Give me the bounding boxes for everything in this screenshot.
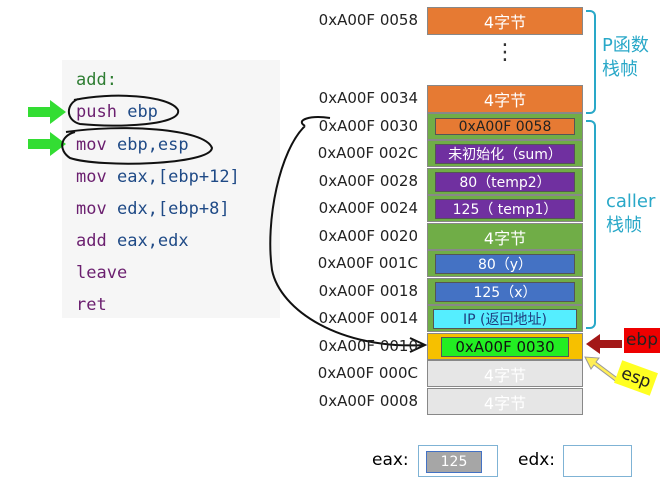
operands: ebp,esp [116, 135, 189, 155]
address-label: 0xA00F 0028 [318, 172, 418, 190]
p-frame-label: P函数栈帧 [602, 35, 649, 80]
address-label: 0xA00F 0034 [318, 89, 418, 107]
stack-cell: 4字节 [427, 360, 583, 387]
address-label: 0xA00F 0030 [318, 117, 418, 135]
stack-cell: 4字节 [427, 85, 583, 113]
operands: edx,[ebp+8] [116, 199, 230, 219]
operands: eax,[ebp+12] [116, 167, 240, 187]
address-label: 0xA00F 0018 [318, 282, 418, 300]
cell-value: 80（temp2） [435, 171, 575, 192]
green-arrow-icon [28, 100, 66, 124]
address-label: 0xA00F 0020 [318, 227, 418, 245]
opcode: mov [76, 167, 107, 187]
p-frame-brace [586, 10, 596, 114]
opcode: leave [76, 263, 128, 283]
esp-arrow-icon [584, 356, 621, 384]
caller-frame-label: caller栈帧 [606, 191, 656, 236]
ink-circle [61, 127, 214, 165]
cell-value: 125（x） [435, 281, 575, 302]
ink-circle [67, 94, 180, 127]
cell-value: 0xA00F 0030 [441, 336, 569, 357]
opcode: mov [76, 199, 107, 219]
stack-cell: 80（y） [427, 250, 583, 277]
ink-arrow [269, 116, 428, 353]
code-line: mov ebp,esp [76, 135, 189, 155]
saved-ebp-value: 0xA00F 0058 [435, 118, 575, 135]
stack-cell: 80（temp2） [427, 168, 583, 195]
stack-cell: IP (返回地址) [427, 305, 583, 332]
cell-value: 125（ temp1） [435, 198, 575, 219]
opcode: mov [76, 135, 107, 155]
stack-cell: 4字节 [427, 223, 583, 250]
code-line: push ebp [76, 102, 158, 122]
stack-cell: 125（x） [427, 278, 583, 305]
eax-label: eax: [372, 450, 409, 470]
address-label: 0xA00F 0058 [318, 11, 418, 29]
caller-frame-brace [586, 120, 596, 329]
eax-value: 125 [426, 451, 482, 473]
code-line: ret [76, 295, 107, 315]
code-line: add eax,edx [76, 231, 189, 251]
stack-cell: 4字节 [427, 388, 583, 415]
operands: ebp [127, 102, 158, 122]
stack-cell: 4字节 [427, 7, 583, 35]
code-line: mov edx,[ebp+8] [76, 199, 230, 219]
opcode: ret [76, 295, 107, 315]
opcode: push [76, 102, 117, 122]
stack-cell: 未初始化（sum） [427, 140, 583, 167]
address-label: 0xA00F 0010 [318, 337, 418, 355]
code-line: mov eax,[ebp+12] [76, 167, 240, 187]
edx-register-box [563, 445, 632, 477]
cell-value: IP (返回地址) [433, 308, 577, 329]
ellipsis: ⋮ [494, 40, 516, 65]
code-label: add: [76, 70, 117, 90]
address-label: 0xA00F 0008 [318, 392, 418, 410]
ebp-pointer-label: ebp [624, 328, 660, 353]
green-arrow-icon [28, 132, 66, 156]
edx-label: edx: [518, 450, 556, 470]
opcode: add [76, 231, 107, 251]
operands: eax,edx [116, 231, 189, 251]
address-label: 0xA00F 002C [317, 144, 418, 162]
address-label: 0xA00F 001C [317, 254, 418, 272]
stack-cell: 0xA00F 0058 [427, 113, 583, 140]
ebp-arrow-icon [586, 334, 622, 354]
stack-cell: 0xA00F 0030 [427, 333, 583, 360]
address-label: 0xA00F 000C [317, 364, 418, 382]
address-label: 0xA00F 0014 [318, 309, 418, 327]
code-line: leave [76, 263, 127, 283]
cell-value: 80（y） [435, 253, 575, 274]
cell-value: 未初始化（sum） [435, 143, 575, 164]
address-label: 0xA00F 0024 [318, 199, 418, 217]
eax-register-box: 125 [418, 445, 498, 477]
stack-cell: 125（ temp1） [427, 195, 583, 222]
